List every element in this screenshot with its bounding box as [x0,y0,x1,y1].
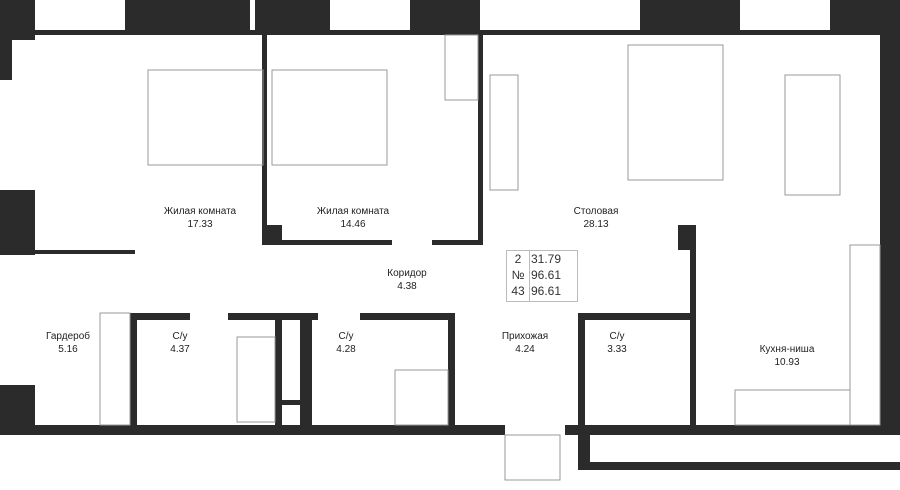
bed [271,69,388,166]
wall [0,35,12,80]
wall [565,425,900,435]
desk [444,34,479,101]
wall [578,313,585,428]
wall [125,0,250,30]
bed [147,69,264,166]
wall [0,190,35,255]
wall [578,462,900,470]
wall [360,313,455,320]
wall [578,435,590,470]
number-label: № [511,268,525,282]
sofa [627,44,724,181]
wall [830,0,900,30]
wall [228,313,318,320]
wall [432,240,482,245]
wall [282,400,300,405]
furniture [99,34,881,481]
wall [275,313,282,428]
dining-table [784,74,841,196]
wall [478,35,483,245]
total-area: 96.61 [531,268,562,282]
wall [35,250,135,254]
total-area-2: 96.61 [531,284,562,298]
kitchen-counter-bottom [734,389,851,426]
apartment-info-box: 2 № 43 31.79 96.61 96.61 [506,250,578,302]
kitchen-counter [849,244,881,426]
wall [130,313,190,320]
wall [690,250,696,430]
walls [0,0,900,470]
shower [394,369,449,426]
wall [678,225,696,250]
wall [410,0,480,30]
wall [300,313,312,428]
apartment-number: 43 [511,284,525,298]
wall [578,313,693,320]
wall [640,0,740,30]
wall [880,35,900,435]
wardrobe-shelf [99,312,131,426]
living-area: 31.79 [531,252,562,266]
wall [0,425,505,435]
wall [267,240,392,245]
rooms-count: 2 [514,252,522,266]
wall [448,313,455,428]
wall [130,313,137,428]
tv-unit [489,74,519,191]
wall [255,0,330,30]
entrance-door [504,434,561,481]
wall [0,30,900,35]
wall [0,385,35,430]
wall [262,35,267,245]
bathtub [236,336,276,423]
